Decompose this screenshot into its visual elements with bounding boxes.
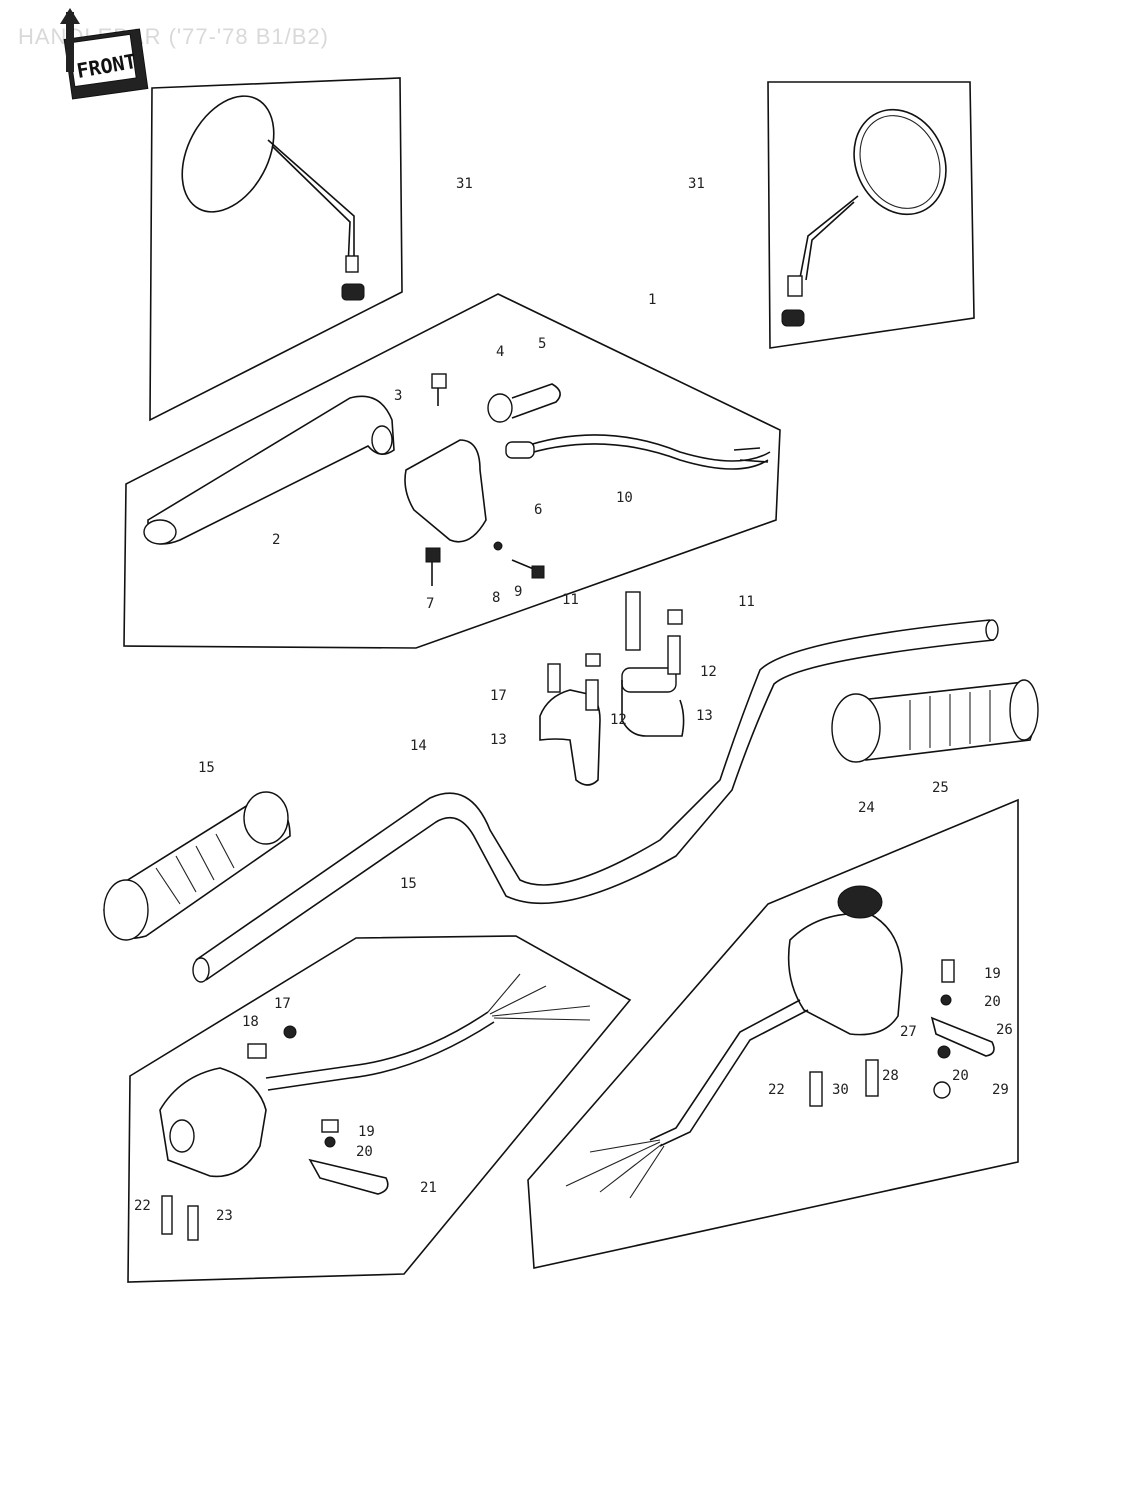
- part-label: 20: [356, 1144, 373, 1160]
- part-label: 31: [688, 176, 705, 192]
- left-switch-housing-icon: [159, 973, 591, 1241]
- part-label: 28: [882, 1068, 899, 1084]
- part-label: 4: [496, 344, 504, 360]
- panel-right-mirror: [767, 81, 975, 349]
- panel-right-switch: [527, 798, 1019, 1269]
- part-label: 20: [952, 1068, 969, 1084]
- part-label: 15: [198, 760, 215, 776]
- panel-left-switch: [127, 935, 632, 1283]
- left-mirror-icon: [181, 95, 365, 301]
- part-label: 14: [410, 738, 427, 754]
- part-label: 11: [562, 592, 579, 608]
- part-label: 13: [490, 732, 507, 748]
- part-label: 12: [700, 664, 717, 680]
- part-label: 22: [768, 1082, 785, 1098]
- part-label: 25: [932, 780, 949, 796]
- part-label: 31: [456, 176, 473, 192]
- lever-holder-icon: [404, 439, 545, 586]
- part-label: 11: [738, 594, 755, 610]
- part-label: 5: [538, 336, 546, 352]
- clutch-cable-icon: [505, 434, 771, 470]
- part-label: 2: [272, 532, 280, 548]
- part-label: 17: [490, 688, 507, 704]
- part-label: 6: [534, 502, 542, 518]
- part-label: 10: [616, 490, 633, 506]
- part-label: 26: [996, 1022, 1013, 1038]
- part-label: 13: [696, 708, 713, 724]
- part-label: 9: [514, 584, 522, 600]
- right-mirror-icon: [781, 108, 947, 327]
- front-arrow-icon: FRONT: [60, 8, 149, 100]
- part-label: 24: [858, 800, 875, 816]
- part-label: 27: [900, 1024, 917, 1040]
- part-label: 19: [984, 966, 1001, 982]
- handlebar-clamp-icon: [539, 591, 685, 786]
- handlebar-icon: [192, 619, 999, 983]
- clutch-lever-icon: [143, 395, 395, 545]
- throttle-grip-icon: [831, 679, 1039, 763]
- part-label: 20: [984, 994, 1001, 1010]
- right-switch-housing-icon: [565, 885, 995, 1199]
- part-label: 19: [358, 1124, 375, 1140]
- left-grip-icon: [103, 791, 291, 941]
- part-label: 15: [400, 876, 417, 892]
- part-label: 23: [216, 1208, 233, 1224]
- part-label: 29: [992, 1082, 1009, 1098]
- part-label: 21: [420, 1180, 437, 1196]
- part-label: 3: [394, 388, 402, 404]
- part-label: 7: [426, 596, 434, 612]
- part-label: 30: [832, 1082, 849, 1098]
- part-label: 18: [242, 1014, 259, 1030]
- part-label: 8: [492, 590, 500, 606]
- adjuster-bolt-icon: [431, 373, 561, 423]
- panel-left-mirror: [149, 77, 403, 422]
- part-label: 1: [648, 292, 656, 308]
- panel-clutch-lever: [123, 293, 781, 649]
- part-label: 22: [134, 1198, 151, 1214]
- part-label: 12: [610, 712, 627, 728]
- part-label: 17: [274, 996, 291, 1012]
